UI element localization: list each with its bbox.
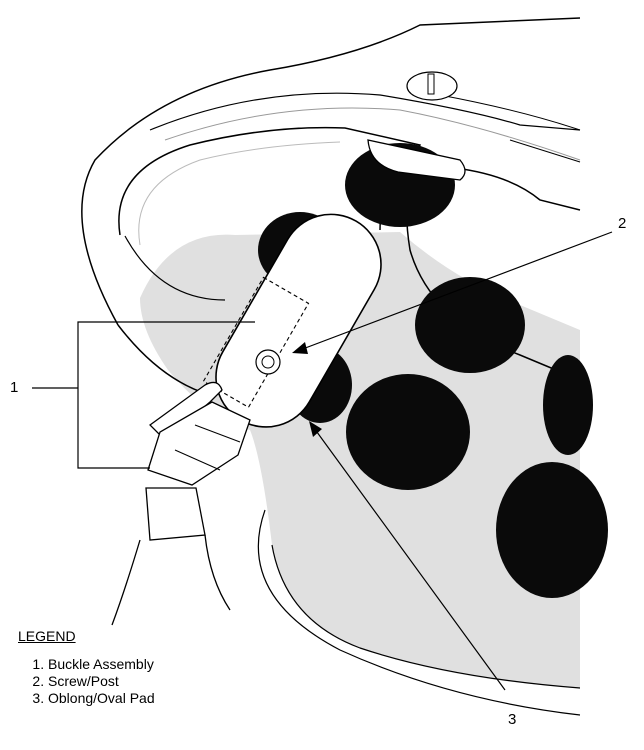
legend-title: LEGEND (18, 628, 155, 644)
strap (112, 535, 230, 625)
dark-dot (543, 355, 593, 455)
dark-dot (496, 462, 608, 598)
shell-edge-line (440, 95, 580, 130)
buckle-body (148, 402, 250, 485)
callout-1: 1 (10, 380, 18, 395)
buckle-lower (146, 488, 205, 540)
dark-dot (346, 374, 470, 490)
callout-2: 2 (618, 216, 626, 231)
screw-post-outer (256, 350, 280, 374)
legend-item-oblong-oval-pad: Oblong/Oval Pad (48, 690, 155, 707)
legend-list: Buckle Assembly Screw/Post Oblong/Oval P… (18, 656, 155, 707)
shell-right-line (510, 140, 580, 162)
callout-3: 3 (508, 712, 516, 727)
legend: LEGEND Buckle Assembly Screw/Post Oblong… (18, 628, 155, 707)
legend-item-buckle-assembly: Buckle Assembly (48, 656, 155, 673)
legend-item-screw-post: Screw/Post (48, 673, 155, 690)
screw-slot-cut (428, 74, 434, 94)
dark-dot (415, 277, 525, 373)
